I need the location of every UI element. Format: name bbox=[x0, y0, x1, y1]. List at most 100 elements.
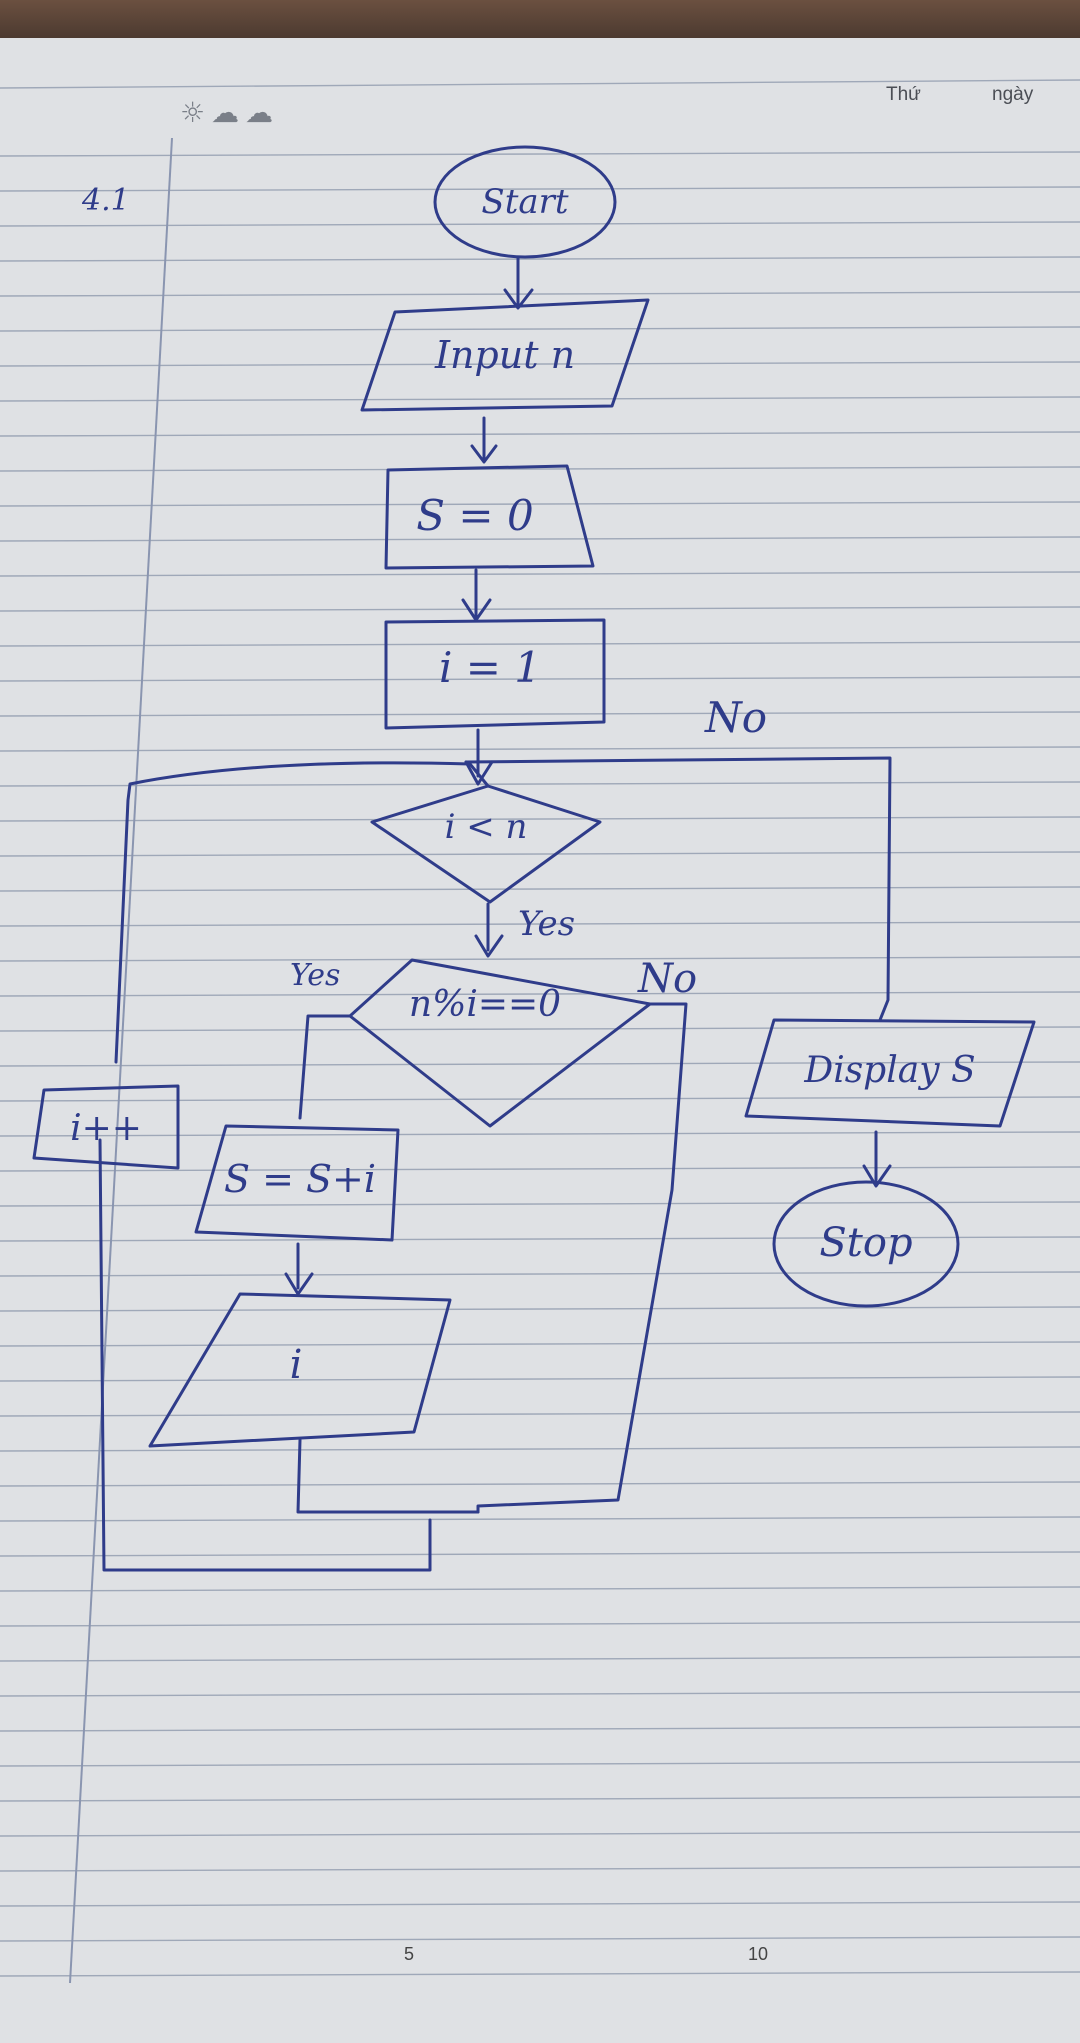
ruled-line bbox=[0, 1691, 1080, 1697]
sum-label: S = S+i bbox=[224, 1157, 376, 1201]
input-label: Input n bbox=[434, 333, 575, 377]
stop-label: Stop bbox=[819, 1220, 912, 1266]
header-day-label: Thứ bbox=[886, 84, 921, 105]
display-label: Display S bbox=[803, 1050, 975, 1091]
init-i-label: i = 1 bbox=[439, 643, 541, 692]
ruled-line bbox=[0, 221, 1080, 227]
ruled-line bbox=[0, 1481, 1080, 1487]
mod-no-label: No bbox=[637, 956, 697, 1002]
mod-condition-label: n%i==0 bbox=[409, 984, 561, 1025]
ruled-line bbox=[0, 1586, 1080, 1592]
loop-yes-arrow bbox=[474, 902, 504, 958]
ruled-line bbox=[0, 711, 1080, 717]
ruled-line bbox=[0, 396, 1080, 402]
arrow-i-cond bbox=[464, 728, 494, 786]
loop-no-line bbox=[464, 756, 892, 1022]
exercise-number: 4.1 bbox=[81, 183, 130, 218]
input-node bbox=[360, 298, 650, 412]
arrow-start-input bbox=[503, 256, 534, 310]
mod-no-line bbox=[476, 1002, 688, 1514]
ruled-line bbox=[0, 606, 1080, 612]
ruled-line bbox=[0, 1551, 1080, 1557]
ruled-line bbox=[0, 431, 1080, 437]
ruled-line bbox=[0, 1726, 1080, 1732]
ruled-line bbox=[0, 746, 1080, 752]
init-s-label: S = 0 bbox=[416, 491, 533, 540]
loop-condition bbox=[370, 784, 602, 904]
top-rule bbox=[0, 79, 1080, 89]
ruled-line bbox=[0, 1411, 1080, 1417]
ruled-line bbox=[0, 956, 1080, 962]
ruled-line bbox=[0, 1831, 1080, 1837]
display-node bbox=[744, 1018, 1036, 1128]
loop-yes-label: Yes bbox=[518, 904, 575, 944]
ruled-line bbox=[0, 851, 1080, 857]
arrow-display-stop bbox=[862, 1130, 892, 1188]
increment-label: i++ bbox=[70, 1108, 142, 1149]
header-date-label: ngày bbox=[992, 84, 1034, 105]
increment-node bbox=[32, 1084, 180, 1170]
ruled-line bbox=[0, 151, 1080, 157]
ruled-line bbox=[0, 1376, 1080, 1382]
ruled-line bbox=[0, 186, 1080, 192]
init-s-node bbox=[384, 464, 595, 570]
loop-no-label: No bbox=[704, 693, 767, 742]
ruled-line bbox=[0, 1026, 1080, 1032]
arrow-sum-print bbox=[284, 1242, 314, 1296]
ruled-line bbox=[0, 291, 1080, 297]
ruled-line bbox=[0, 1096, 1080, 1102]
sum-node bbox=[194, 1124, 400, 1242]
ruled-line bbox=[0, 1516, 1080, 1522]
start-label: Start bbox=[481, 182, 568, 222]
ruled-line bbox=[0, 1866, 1080, 1872]
ruled-line bbox=[0, 1236, 1080, 1242]
notebook-top-edge bbox=[0, 0, 1080, 38]
ruled-line bbox=[0, 1061, 1080, 1067]
ruled-line bbox=[0, 1446, 1080, 1452]
arrow-input-s bbox=[470, 416, 498, 464]
stop-terminal bbox=[772, 1180, 960, 1308]
ruler-mark-5: 5 bbox=[404, 1944, 415, 1964]
cloud-rain-icon: ☁ bbox=[211, 96, 246, 129]
ruled-line bbox=[0, 326, 1080, 332]
print-i-node bbox=[148, 1292, 452, 1448]
mod-yes-label: Yes bbox=[290, 958, 340, 993]
sun-icon: ☼ bbox=[180, 96, 212, 129]
ruled-line bbox=[0, 1166, 1080, 1172]
ruled-lines bbox=[0, 79, 1080, 1984]
loop-condition-label: i < n bbox=[445, 807, 528, 847]
ruled-line bbox=[0, 1131, 1080, 1137]
ruled-line bbox=[0, 361, 1080, 367]
ruled-line bbox=[0, 1901, 1080, 1907]
arrow-s-i bbox=[461, 568, 492, 622]
ruled-line bbox=[0, 676, 1080, 682]
init-i-node bbox=[384, 618, 606, 730]
ruler-mark-10: 10 bbox=[748, 1944, 769, 1964]
ruled-line bbox=[0, 466, 1080, 472]
notebook-page: ☼☁☁ Thứ ngày 5 10 bbox=[0, 38, 1080, 2043]
margin-line bbox=[69, 137, 173, 1984]
loop-back-line bbox=[114, 761, 490, 1064]
ruled-line bbox=[0, 536, 1080, 542]
ruled-line bbox=[0, 816, 1080, 822]
mod-yes-line bbox=[298, 1014, 352, 1120]
weather-icons: ☼☁☁ bbox=[180, 96, 279, 129]
start-terminal bbox=[433, 145, 617, 259]
ruled-line bbox=[0, 886, 1080, 892]
ruled-line bbox=[0, 1201, 1080, 1207]
ruled-line bbox=[0, 991, 1080, 997]
ruled-line bbox=[0, 1796, 1080, 1802]
ruled-line bbox=[0, 1621, 1080, 1627]
print-i-label: i bbox=[290, 1342, 303, 1388]
mod-condition bbox=[348, 958, 652, 1128]
ruled-line bbox=[0, 1971, 1080, 1977]
ruled-line bbox=[0, 1656, 1080, 1662]
ruled-line bbox=[0, 1936, 1080, 1942]
ruled-line bbox=[0, 256, 1080, 262]
ruled-line bbox=[0, 781, 1080, 787]
ruled-line bbox=[0, 1306, 1080, 1312]
ruled-line bbox=[0, 1761, 1080, 1767]
ruled-line bbox=[0, 1341, 1080, 1347]
ruled-line bbox=[0, 1271, 1080, 1277]
